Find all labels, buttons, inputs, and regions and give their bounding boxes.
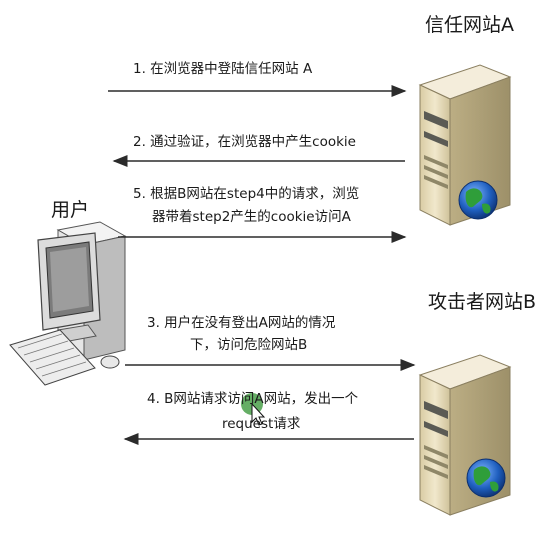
step-2-text: 2. 通过验证，在浏览器中产生cookie — [133, 134, 356, 150]
step-3-line2: 下，访问危险网站B — [190, 337, 308, 353]
mouse-cursor-icon — [241, 393, 266, 426]
computer-icon — [9, 221, 127, 386]
step-5-line2: 器带着step2产生的cookie访问A — [152, 209, 351, 225]
trusted-site-label: 信任网站A — [425, 14, 514, 36]
step-3-line1: 3. 用户在没有登出A网站的情况 — [147, 315, 336, 331]
user-label: 用户 — [51, 199, 90, 221]
step-1-text: 1. 在浏览器中登陆信任网站 A — [133, 61, 313, 77]
attacker-site-label: 攻击者网站B — [428, 291, 537, 313]
step-5-line1: 5. 根据B网站在step4中的请求，浏览 — [133, 186, 360, 202]
step-4-line2: request请求 — [222, 416, 301, 432]
step-4-line1: 4. B网站请求访问A网站，发出一个 — [147, 391, 359, 407]
arrows — [108, 85, 416, 445]
globe-icon — [458, 180, 498, 220]
globe-icon — [466, 458, 506, 498]
